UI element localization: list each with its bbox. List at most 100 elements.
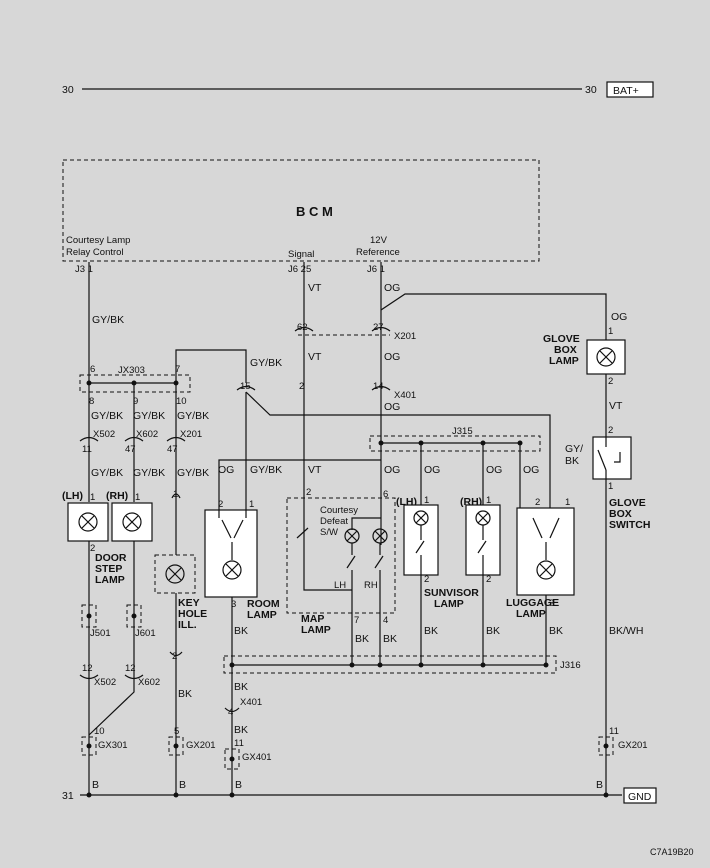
pin-2: 2 [90, 543, 95, 554]
lamp-icon [536, 560, 556, 580]
switch-icon [346, 555, 356, 569]
wire-label-og-7: OG [486, 464, 502, 476]
bcm-relay-label-line2: Relay Control [66, 247, 124, 258]
wire-rh-merge [88, 680, 135, 736]
x602-label-2: X602 [138, 677, 160, 688]
pin-7-jx303: 7 [175, 364, 180, 375]
courtesy-sw-label-1: Courtesy [320, 505, 358, 516]
lh-label: (LH) [62, 490, 83, 502]
pin-11-x502: 11 [82, 444, 92, 455]
wire-label-bk-7: BK [549, 625, 563, 637]
wire-label-b-2: B [179, 779, 186, 791]
wire-label-b-4: B [596, 779, 603, 791]
door-step-label-3: LAMP [95, 574, 125, 586]
pin-2: 2 [424, 574, 429, 585]
gnd-tag [623, 787, 657, 804]
wire-label-gybk-9: GY/BK [250, 464, 282, 476]
pin-1: 1 [249, 499, 254, 510]
pin-2: 2 [218, 499, 223, 510]
j316-junction [223, 655, 557, 674]
switch-icon [549, 517, 560, 539]
wire-label-bk-8: BK [234, 681, 248, 693]
x401-label-top: X401 [394, 390, 416, 401]
wire-label-bk-5: BK [424, 625, 438, 637]
pin-1: 1 [608, 326, 613, 337]
pin-9: 9 [133, 396, 138, 407]
j315-label: J315 [452, 426, 473, 437]
jx303-junction [79, 374, 191, 393]
x502-label-2: X502 [94, 677, 116, 688]
j316-label: J316 [560, 660, 581, 671]
pin-2: 2 [172, 651, 177, 662]
wire-label-gybk-1: GY/BK [92, 314, 124, 326]
pin-4: 4 [228, 707, 233, 718]
map-lamp-box [286, 497, 396, 614]
wire-label-bk-3: BK [355, 633, 369, 645]
courtesy-sw-label-2: Defeat [320, 516, 348, 527]
j601-connector [126, 604, 142, 628]
wire-label-gybk-4: GY/BK [133, 410, 165, 422]
j601-label: J601 [135, 628, 156, 639]
switch-icon [415, 540, 425, 554]
wire-label-gybk-5: GY/BK [177, 410, 209, 422]
bcm-ref-pin: J6 1 [367, 264, 385, 275]
door-step-label-2: STEP [95, 563, 122, 575]
courtesy-sw-label-3: S/W [320, 527, 338, 538]
x602-label-1: X602 [136, 429, 158, 440]
wire-label-bk-6: BK [486, 625, 500, 637]
wire-og-to-room [218, 459, 381, 510]
pin-6-jx303: 6 [90, 364, 95, 375]
connector-arc [124, 674, 144, 680]
wire-label-bk-9: BK [234, 724, 248, 736]
pin-5: 5 [174, 726, 179, 737]
ground-left-number: 31 [62, 790, 74, 802]
diagram-code: C7A19B20 [650, 847, 694, 857]
gx201-ground-left [168, 736, 184, 756]
map-lamp-label-1: MAP [301, 613, 324, 625]
gx201-ground-right [598, 736, 614, 756]
pin-3: 3 [231, 599, 236, 610]
connector-arc [169, 651, 183, 657]
pin-2-x401: 2 [299, 381, 304, 392]
connector-arc [294, 326, 314, 332]
bcm-relay-pin: J3 1 [75, 264, 93, 275]
pin-62: 62 [297, 322, 308, 333]
pin-27: 27 [373, 322, 384, 333]
wire-label-og-5: OG [218, 464, 234, 476]
pin-1: 1 [608, 481, 613, 492]
gx301-ground [81, 736, 97, 756]
glove-lamp-label-2: BOX [554, 344, 577, 356]
wire-to-luggage [245, 391, 551, 510]
pin-1: 1 [173, 489, 178, 500]
luggage-label-2: LAMP [516, 608, 546, 620]
door-step-label-1: DOOR [95, 552, 127, 564]
key-hole-lamp [154, 554, 196, 594]
power-right-number: 30 [585, 84, 597, 96]
pin-2: 2 [608, 425, 613, 436]
connector-arc [166, 436, 186, 442]
connector-arc [124, 436, 144, 442]
wire-label-bk-1: BK [178, 688, 192, 700]
pin-11: 11 [609, 726, 619, 737]
switch-icon [532, 517, 543, 539]
wire-label-vt-2: VT [308, 351, 322, 363]
wire-label-gybk-7: GY/BK [133, 467, 165, 479]
connector-arc [79, 436, 99, 442]
wire-label-bk-4: BK [383, 633, 397, 645]
lamp-icon [596, 347, 616, 367]
wire-label-vt-4: VT [609, 400, 623, 412]
lamp-icon [122, 512, 142, 532]
pin-14: 14 [373, 381, 384, 392]
pin-12: 12 [82, 663, 93, 674]
connector-arc [224, 707, 240, 713]
wire-label-og-3: OG [384, 401, 400, 413]
wire-label-bk-part: BK [565, 455, 579, 467]
glove-lamp-label-1: GLOVE [543, 333, 580, 345]
wire-label-vt-1: VT [308, 282, 322, 294]
pin-12: 12 [125, 663, 136, 674]
gx201-label-right: GX201 [618, 740, 648, 751]
rh-label: (RH) [106, 490, 128, 502]
j501-label: J501 [90, 628, 111, 639]
